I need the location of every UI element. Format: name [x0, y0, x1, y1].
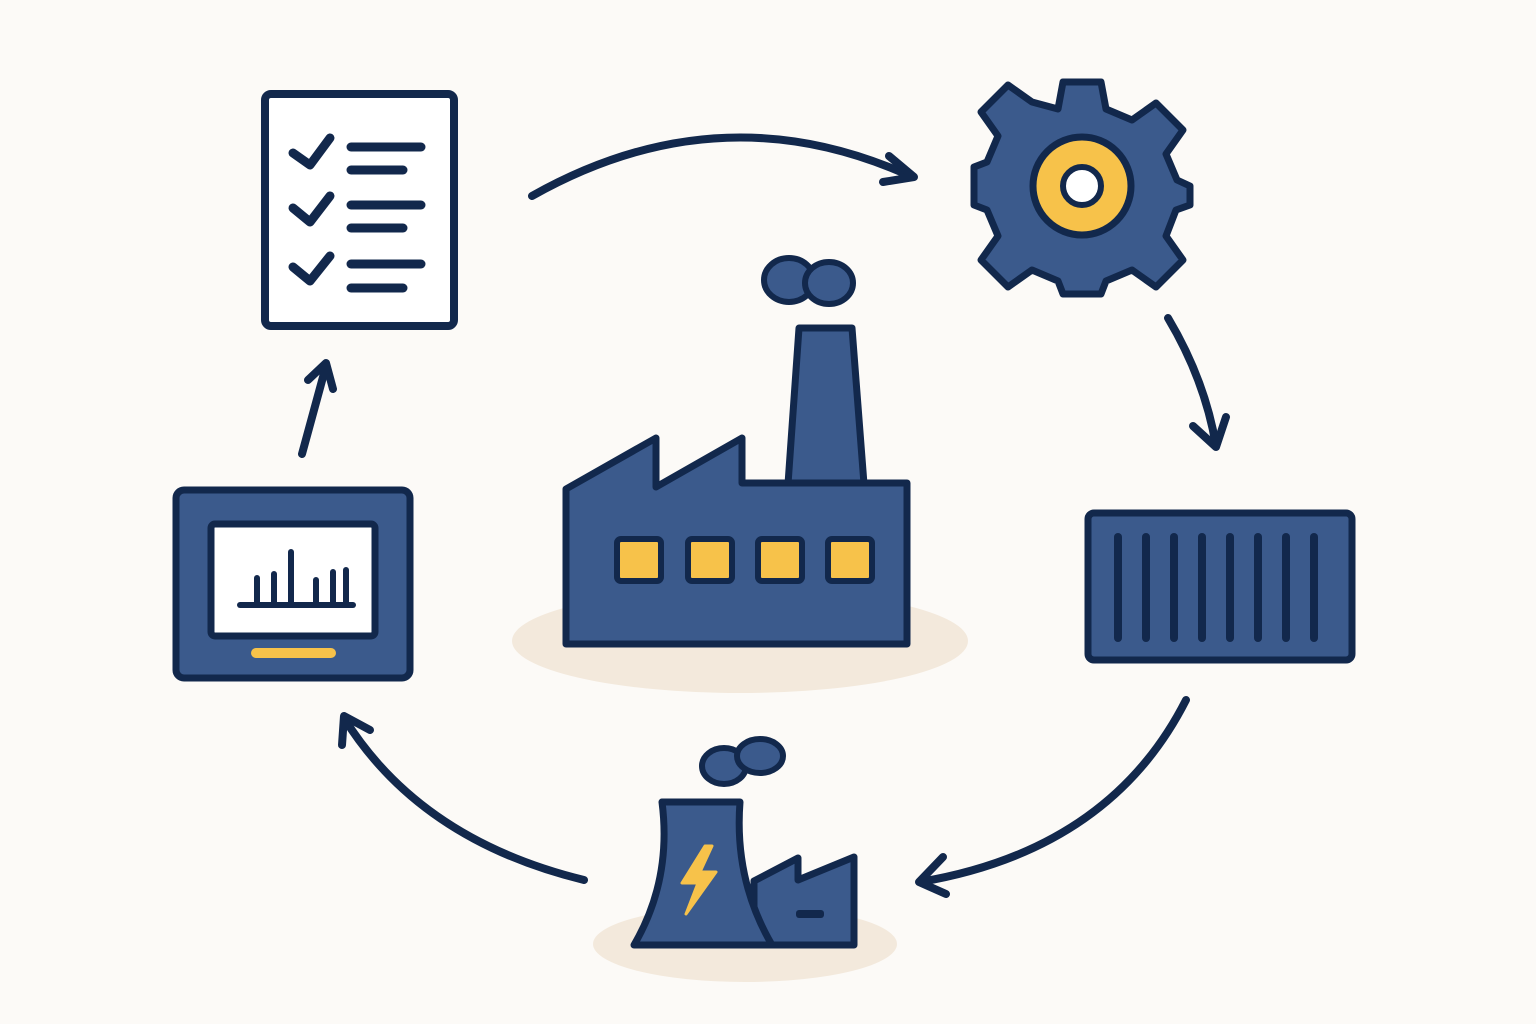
chimney	[784, 324, 868, 488]
arrow-gear-to-container	[1164, 314, 1230, 451]
factory-windows	[614, 536, 875, 584]
checklist-icon	[261, 90, 458, 330]
smoke-cloud	[699, 736, 786, 787]
annex-building	[750, 853, 858, 949]
gear-icon	[970, 78, 1194, 298]
lightning-bolt-icon	[680, 844, 718, 916]
arrow-power-plant-to-monitor	[338, 712, 588, 884]
flow-arrows	[298, 133, 1230, 898]
checkmark-1	[288, 133, 335, 170]
arrow-checklist-to-gear	[528, 133, 918, 200]
factory-icon	[512, 255, 968, 693]
checkmark-2	[288, 191, 335, 227]
factory-building	[562, 434, 911, 648]
power-plant-icon	[593, 736, 897, 982]
smoke-cloud	[761, 255, 856, 307]
checkmark-3	[288, 251, 335, 286]
arrow-container-to-power-plant	[915, 696, 1190, 898]
mini-bar-chart	[237, 549, 356, 608]
monitor-chart-icon	[172, 486, 414, 682]
annex-slot	[796, 910, 824, 918]
monitor-status-bar	[251, 648, 336, 658]
shipping-container-icon	[1084, 509, 1356, 664]
arrow-monitor-to-checklist	[298, 359, 337, 458]
